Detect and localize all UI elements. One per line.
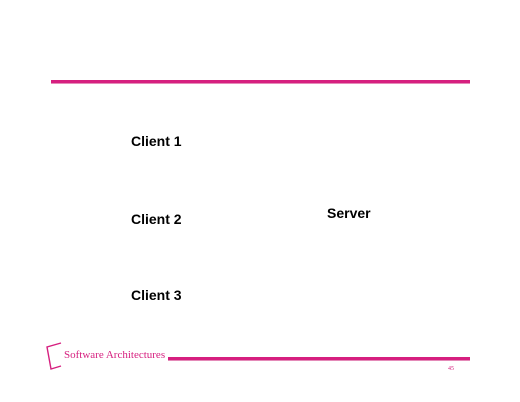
client-2-label: Client 2 (131, 211, 182, 227)
client-3-label: Client 3 (131, 287, 182, 303)
footer-title: Software Architectures (64, 349, 166, 361)
footer-divider-shadow (168, 360, 470, 361)
client-1-label: Client 1 (131, 133, 182, 149)
server-label: Server (327, 205, 371, 221)
footer-divider (168, 357, 470, 360)
header-divider-shadow (51, 83, 470, 84)
header-divider (51, 80, 470, 83)
page-number: 45 (448, 366, 454, 372)
logo-bracket-icon (46, 342, 62, 370)
